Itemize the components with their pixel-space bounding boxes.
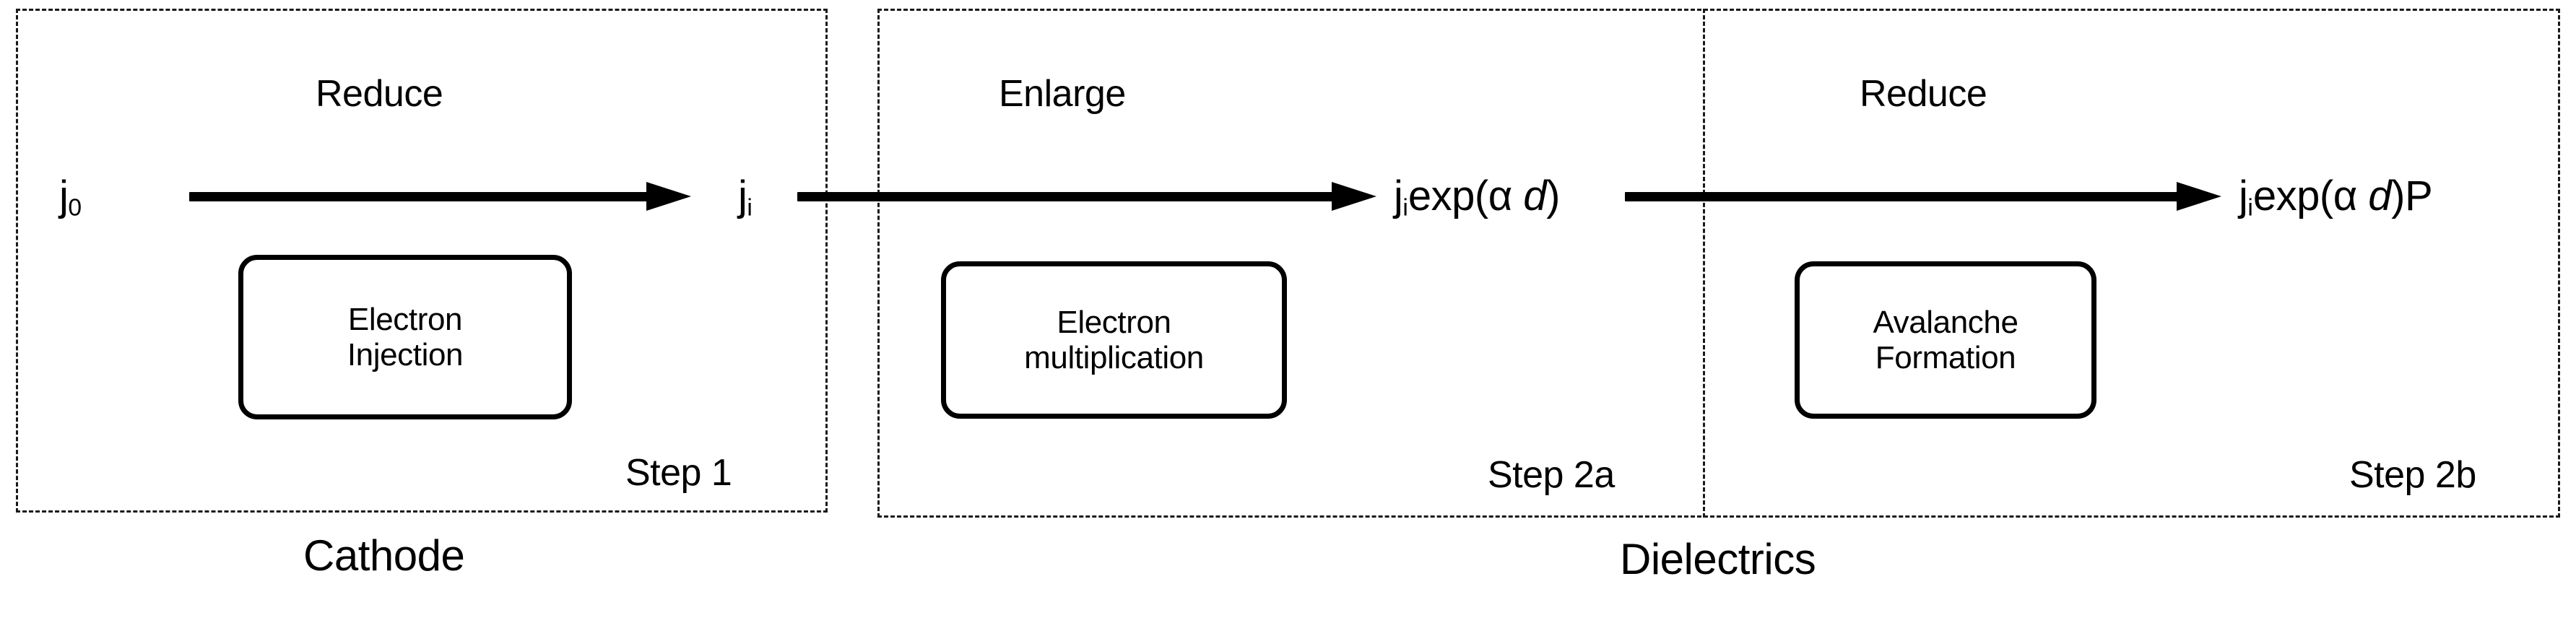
step-2a-box-line-2: multiplication — [1024, 340, 1204, 375]
step-2a-2b-divider — [1703, 9, 1705, 518]
step-2a-action-label: Enlarge — [999, 73, 1126, 115]
arrow-3-head — [2177, 182, 2221, 211]
step-2a-box-line-1: Electron — [1057, 304, 1171, 340]
arrow-3-shaft — [1625, 192, 2179, 201]
step-1-label: Step 1 — [625, 452, 732, 494]
region-label-dielectrics: Dielectrics — [1620, 535, 1816, 583]
step-2b-box-line-2: Formation — [1875, 340, 2016, 375]
step-2a-process-box: Electron multiplication — [941, 261, 1287, 419]
output-expression-step-2a: jiexp(α d) — [1394, 173, 1560, 222]
arrow-3 — [1625, 182, 2221, 211]
output-symbol-ji: ji — [738, 173, 753, 222]
output-expression-step-2b: jiexp(α d)P — [2239, 173, 2433, 222]
region-label-cathode: Cathode — [303, 531, 465, 580]
arrow-2-shaft — [797, 192, 1334, 201]
step-1-box-line-1: Electron — [347, 301, 463, 337]
step-2b-action-label: Reduce — [1860, 73, 1987, 115]
arrow-1-shaft — [189, 192, 649, 201]
step-1-panel — [16, 9, 828, 513]
arrow-1 — [189, 182, 691, 211]
input-symbol-j0: j0 — [59, 173, 82, 222]
step-2b-label: Step 2b — [2349, 454, 2476, 496]
step-2-panel — [877, 9, 2560, 518]
step-1-process-box: Electron Injection — [238, 255, 572, 419]
step-2b-box-line-1: Avalanche — [1873, 304, 2018, 340]
arrow-2 — [797, 182, 1376, 211]
step-1-box-line-2: Injection — [347, 337, 464, 373]
step-2b-process-box: Avalanche Formation — [1795, 261, 2096, 419]
arrow-1-head — [646, 182, 691, 211]
step-2a-label: Step 2a — [1488, 454, 1615, 496]
arrow-2-head — [1332, 182, 1376, 211]
step-1-action-label: Reduce — [316, 73, 443, 115]
